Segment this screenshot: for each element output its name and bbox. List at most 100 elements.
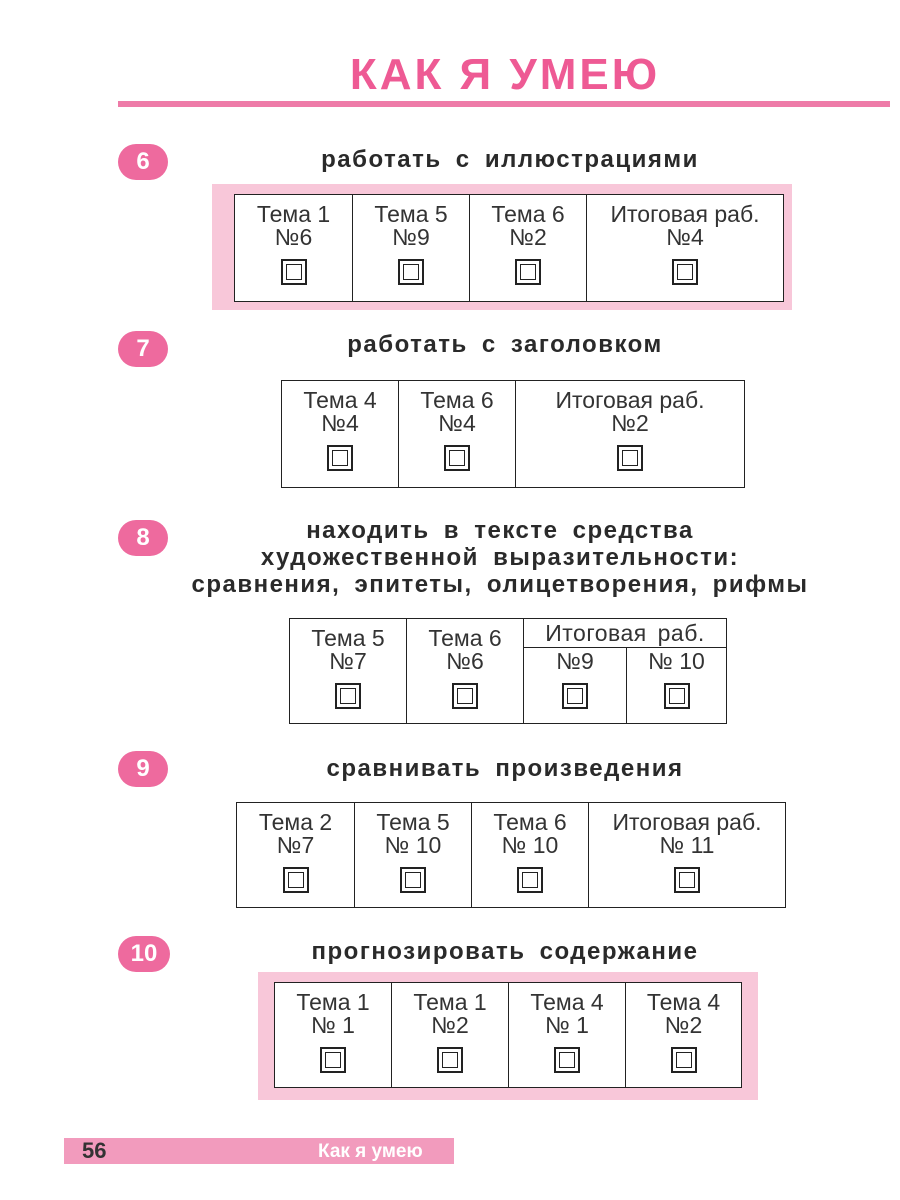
topic-label: Тема 1 <box>413 989 487 1015</box>
checkbox[interactable] <box>617 445 643 471</box>
checkbox[interactable] <box>437 1047 463 1073</box>
page-title: КАК Я УМЕЮ <box>349 50 661 99</box>
table-cell: Тема 1 № 1 <box>275 983 391 1087</box>
section-title: прогнозировать содержание <box>311 938 699 965</box>
checkbox[interactable] <box>444 445 470 471</box>
task-number: №6 <box>274 224 313 250</box>
task-number: №9 <box>392 224 430 250</box>
table-cell: Тема 5 №7 <box>290 619 406 723</box>
task-number: №6 <box>446 648 484 674</box>
checkbox[interactable] <box>320 1047 346 1073</box>
results-table: Тема 2 №7 Тема 5 № 10 Тема 6 № 10 Итогов… <box>236 802 786 908</box>
section-title: работать с иллюстрациями <box>321 146 699 173</box>
checkbox[interactable] <box>663 683 690 709</box>
section-title: работать с заголовком <box>347 331 663 358</box>
checkbox[interactable] <box>327 445 353 471</box>
group-header: Итоговая раб. <box>524 619 726 648</box>
checkbox[interactable] <box>282 867 309 893</box>
checkbox[interactable] <box>672 259 698 285</box>
topic-label: Тема 6 <box>428 625 502 651</box>
table-cell: Итоговая раб. №2 <box>515 381 744 487</box>
skill-section-9: 9 сравнивать произведения Тема 2 №7 Тема… <box>0 750 900 920</box>
task-number: №2 <box>611 410 649 436</box>
task-number: № 1 <box>545 1012 589 1038</box>
topic-label: Тема 1 <box>256 201 331 227</box>
skill-section-10: 10 прогнозировать содержание Тема 1 № 1 … <box>0 932 900 1122</box>
table-cell: Итоговая раб. № 11 <box>588 803 785 907</box>
table-cell: Тема 1 №6 <box>235 195 352 301</box>
topic-label: Тема 2 <box>258 809 333 835</box>
topic-label: Тема 4 <box>303 387 377 413</box>
checkbox[interactable] <box>674 867 700 893</box>
topic-label: Тема 5 <box>374 201 448 227</box>
checkbox[interactable] <box>400 867 426 893</box>
topic-label: Тема 6 <box>491 201 565 227</box>
task-number: № 10 <box>648 648 705 674</box>
table-cell: Тема 6 №6 <box>406 619 523 723</box>
topic-label: Тема 6 <box>493 809 567 835</box>
skill-section-7: 7 работать с заголовком Тема 4 №4 Тема 6… <box>0 328 900 498</box>
checkbox[interactable] <box>452 683 478 709</box>
table-cell: Тема 4 №2 <box>625 983 741 1087</box>
topic-label: Тема 4 <box>646 989 721 1015</box>
section-title: находить в тексте средства художественно… <box>191 517 809 598</box>
task-number: №4 <box>666 224 704 250</box>
section-number-badge: 8 <box>118 520 168 556</box>
results-table: Тема 1 № 1 Тема 1 №2 Тема 4 № 1 Тема 4 №… <box>274 982 742 1088</box>
topic-label: Итоговая раб. <box>612 809 762 835</box>
task-number: №7 <box>329 648 367 674</box>
section-title: сравнивать произведения <box>326 755 684 782</box>
final-work-group: Итоговая раб. №9 № 10 <box>523 619 726 723</box>
task-number: № 10 <box>501 832 559 858</box>
table-cell: Тема 5 № 10 <box>354 803 471 907</box>
results-table: Тема 5 №7 Тема 6 №6 Итоговая раб. №9 № 1… <box>289 618 727 724</box>
checkbox[interactable] <box>515 259 541 285</box>
checkbox[interactable] <box>517 867 543 893</box>
table-cell: Тема 6 №2 <box>469 195 586 301</box>
task-number: №2 <box>664 1012 703 1038</box>
topic-label: Тема 4 <box>530 989 604 1015</box>
table-cell: № 10 <box>626 648 726 723</box>
task-number: № 11 <box>659 832 715 858</box>
topic-label: Тема 6 <box>420 387 494 413</box>
topic-label: Итоговая раб. <box>555 387 705 413</box>
topic-label: Тема 5 <box>311 625 385 651</box>
table-cell: Итоговая раб. №4 <box>586 195 783 301</box>
checkbox[interactable] <box>670 1047 697 1073</box>
footer-bar <box>64 1138 454 1164</box>
table-cell: Тема 6 № 10 <box>471 803 588 907</box>
checkbox[interactable] <box>554 1047 580 1073</box>
topic-label: Итоговая раб. <box>610 201 760 227</box>
topic-label: Тема 1 <box>296 989 370 1015</box>
section-number-badge: 6 <box>118 144 168 180</box>
page-number: 56 <box>82 1138 107 1163</box>
table-cell: Тема 4 № 1 <box>508 983 625 1087</box>
task-number: № 1 <box>311 1012 355 1038</box>
task-number: № 10 <box>384 832 442 858</box>
results-table: Тема 4 №4 Тема 6 №4 Итоговая раб. №2 <box>281 380 745 488</box>
table-cell: Тема 1 №2 <box>391 983 508 1087</box>
task-number: №7 <box>276 832 315 858</box>
task-number: №4 <box>321 410 359 436</box>
task-number: №2 <box>509 224 547 250</box>
table-cell: Тема 4 №4 <box>282 381 398 487</box>
checkbox[interactable] <box>398 259 424 285</box>
task-number: №2 <box>431 1012 469 1038</box>
table-cell: Тема 5 №9 <box>352 195 469 301</box>
footer-title: Как я умею <box>318 1141 423 1162</box>
skill-section-6: 6 работать с иллюстрациями Тема 1 №6 Тем… <box>0 140 900 310</box>
header-rule <box>118 101 890 107</box>
checkbox[interactable] <box>562 683 588 709</box>
checkbox[interactable] <box>335 683 361 709</box>
skill-section-8: 8 находить в тексте средства художествен… <box>0 516 900 726</box>
task-number: №4 <box>438 410 476 436</box>
table-cell: Тема 6 №4 <box>398 381 515 487</box>
task-number: №9 <box>556 648 594 674</box>
section-number-badge: 10 <box>118 936 170 972</box>
table-cell: №9 <box>524 648 626 723</box>
table-cell: Тема 2 №7 <box>237 803 354 907</box>
topic-label: Тема 5 <box>376 809 450 835</box>
results-table: Тема 1 №6 Тема 5 №9 Тема 6 №2 Итоговая р… <box>234 194 784 302</box>
checkbox[interactable] <box>280 259 307 285</box>
section-number-badge: 9 <box>118 751 168 787</box>
